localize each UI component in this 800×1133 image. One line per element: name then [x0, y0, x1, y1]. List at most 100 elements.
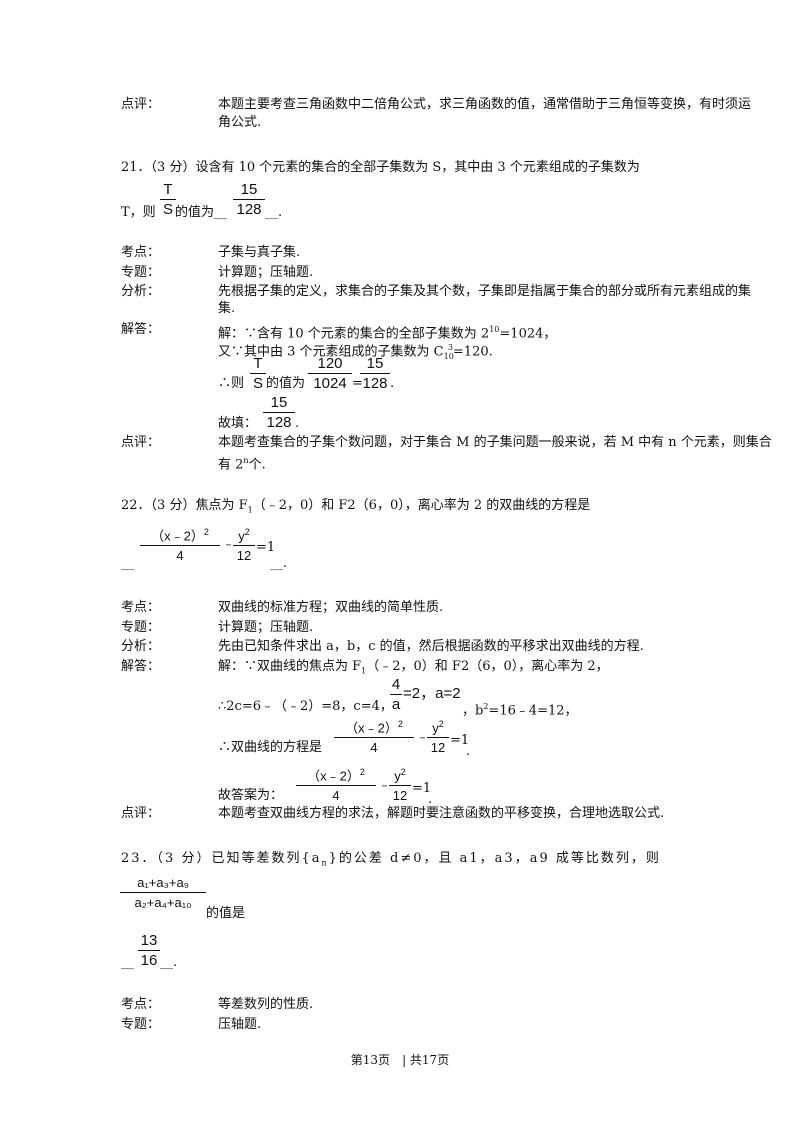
q22-fenxi: 先由已知条件求出 a，b，c 的值，然后根据函数的平移求出双曲线的方程.: [218, 639, 644, 654]
frac-bar: [233, 199, 265, 200]
frac-denominator: 128: [362, 375, 388, 392]
text: （x﹣2）: [307, 768, 360, 784]
frac-numerator: 13: [140, 932, 158, 949]
text: 22．（3 分）焦点为 F: [121, 498, 248, 513]
frac-numerator: 15: [366, 355, 384, 372]
q21-solution-line1: 解：∵含有 10 个元素的集合的全部子集数为 210=1024，: [218, 322, 556, 342]
frac-denominator: 4: [332, 788, 340, 804]
frac-bar: [263, 412, 295, 413]
frac-denominator: 16: [140, 952, 158, 969]
q22-x-fraction: （x﹣2）2 4: [140, 524, 220, 564]
q23-blank-post: __.: [160, 955, 178, 970]
q21-equals: =: [352, 376, 363, 391]
frac-numerator: （x﹣2）2: [296, 764, 376, 784]
subscript: n: [321, 858, 329, 868]
q21-dianping-line1: 本题考查集合的子集个数问题，对于集合 M 的子集问题一般来说，若 M 中有 n …: [218, 435, 772, 450]
frac-numerator: y2: [389, 764, 411, 784]
frac-numerator: y2: [427, 716, 449, 736]
superscript: 2: [203, 527, 209, 537]
q23-fraction: a₁+a₃+a₉ a₂+a₄+a₁₀: [120, 874, 206, 911]
frac-bar: [120, 892, 206, 893]
superscript: n: [243, 456, 249, 465]
q23-zhuanti-label: 专题：: [121, 1017, 161, 1032]
q23-blank-pre: __: [121, 955, 134, 970]
text: =1024，: [499, 326, 557, 342]
subscript: 1: [247, 505, 253, 515]
q22-dianping-label: 点评：: [121, 806, 161, 821]
q20-comment-line2: 角公式.: [218, 115, 262, 130]
subscript: 10: [443, 351, 454, 361]
q21-fenxi-line1: 先根据子集的定义，求集合的子集及其个数，子集即是指属于集合的部分或所有元素组成的…: [218, 284, 752, 299]
text: ，b: [462, 703, 484, 719]
superscript: 10: [489, 325, 500, 334]
q23-answer-fraction: 13 16: [138, 932, 160, 969]
q20-comment-label: 点评：: [121, 97, 161, 112]
text: 解：∵双曲线的焦点为 F: [218, 659, 362, 674]
q22-solution-minus: ﹣: [416, 730, 430, 745]
frac-numerator: 120: [317, 355, 343, 372]
q23-stem: 23．（3 分）已知等差数列{an}的公差 d≠0，且 a1，a3，a9 成等比…: [121, 851, 661, 872]
frac-denominator: S: [252, 375, 263, 392]
superscript: 2: [244, 527, 250, 537]
q22-blank-pre: __: [121, 556, 134, 571]
page-footer: 第13页 | 共17页: [350, 1053, 450, 1067]
q22-answer-label: 故答案为：: [218, 788, 284, 803]
frac-denominator: a₂+a₄+a₁₀: [134, 895, 192, 910]
q21-jieda-label: 解答：: [121, 322, 161, 337]
q21-fenxi-label: 分析：: [121, 284, 161, 299]
superscript: 2: [397, 719, 403, 729]
q22-answer-minus: ﹣: [378, 778, 392, 793]
q22-zhuanti: 计算题；压轴题.: [218, 620, 314, 635]
q21-pre: T，则: [121, 205, 156, 220]
q22-answer-x-fraction: （x﹣2）2 4: [296, 764, 376, 804]
frac-denominator: 12: [430, 740, 446, 756]
q22-jieda-label: 解答：: [121, 659, 161, 674]
q22-answer-equals-one: =1: [412, 781, 432, 796]
frac-denominator: 12: [236, 548, 252, 564]
q21-fill-period: .: [295, 416, 300, 431]
text: 23．（3 分）已知等差数列{a: [121, 851, 322, 866]
q21-kaodian-label: 考点：: [121, 245, 161, 260]
q22-solution-equals-one: =1: [450, 733, 470, 748]
frac-numerator: 4: [391, 676, 401, 693]
q21-solution-fraction-ts: T S: [250, 355, 266, 392]
q21-dianping-line2: 有 2n个.: [218, 453, 266, 473]
frac-bar: [250, 373, 266, 374]
q20-comment-line1: 本题主要考查三角函数中二倍角公式，求三角函数的值，通常借助于三角恒等变换，有时须…: [218, 97, 752, 112]
frac-denominator: 128: [236, 201, 262, 218]
text: （﹣2，0）和 F2（6，0），离心率为 2，: [366, 659, 609, 674]
q22-b-squared: ，b2=16﹣4=12，: [462, 699, 578, 719]
q21-solution-line2: 又∵其中由 3 个元素组成的子集数为 C103=120.: [218, 340, 493, 365]
text: }的公差 d≠0，且 a1，a3，a9 成等比数列，则: [328, 851, 661, 866]
q21-dianping-label: 点评：: [121, 435, 161, 450]
q22-kaodian: 双曲线的标准方程；双曲线的简单性质.: [218, 600, 444, 615]
text: 有 2: [218, 457, 244, 473]
q21-solution-value-of: 的值为: [266, 376, 306, 391]
q22-minus: ﹣: [222, 537, 236, 552]
text: 又∵其中由 3 个元素组成的子集数为 C: [218, 344, 444, 360]
q22-solution-y-fraction: y2 12: [427, 716, 449, 756]
superscript: 3: [447, 343, 453, 352]
q22-zhuanti-label: 专题：: [121, 620, 161, 635]
text: （﹣2，0）和 F2（6，0），离心率为 2 的双曲线的方程是: [252, 498, 591, 513]
q22-fraction-4-over-a: 4 a: [390, 676, 402, 713]
frac-numerator: 15: [240, 181, 258, 198]
frac-bar: [390, 694, 402, 695]
q21-fill-fraction: 15 128: [263, 394, 295, 431]
frac-bar: [308, 373, 352, 374]
q22-solution-x-fraction: （x﹣2）2 4: [334, 716, 414, 756]
frac-bar: [138, 950, 160, 951]
q22-blank-post: __.: [270, 556, 288, 571]
q22-y-fraction: y2 12: [233, 524, 255, 564]
q22-answer-y-fraction: y2 12: [389, 764, 411, 804]
superscript: 2: [400, 767, 406, 777]
frac-bar: [360, 373, 390, 374]
text: （x﹣2）: [151, 528, 204, 544]
frac-numerator: （x﹣2）2: [334, 716, 414, 736]
q22-solution-line2: ∴2c=6﹣（﹣2）=8，c=4，: [218, 699, 393, 714]
q23-kaodian: 等差数列的性质.: [218, 997, 314, 1012]
q22-answer-period: .: [428, 792, 433, 807]
frac-bar: [160, 199, 176, 200]
q23-kaodian-label: 考点：: [121, 997, 161, 1012]
frac-numerator: （x﹣2）2: [140, 524, 220, 544]
